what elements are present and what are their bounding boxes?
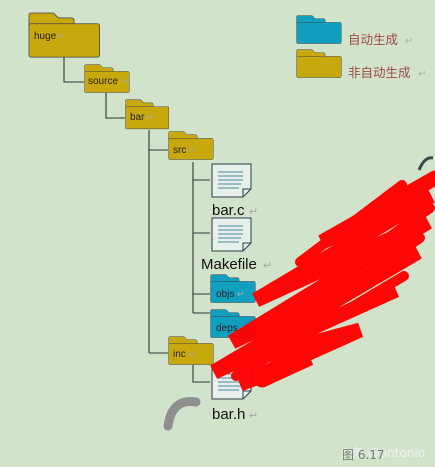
document-icon <box>211 163 252 198</box>
return-mark: ↵ <box>189 349 197 359</box>
file-bar-h: bar.h ↵ <box>211 365 258 423</box>
folder-src-label: src <box>173 145 186 156</box>
legend-return-mark: ↵ <box>405 36 413 47</box>
folder-objs-label: objs <box>216 289 234 300</box>
return-mark: ↵ <box>58 31 66 41</box>
return-mark: ↵ <box>189 145 197 155</box>
folder-huge: huge ↵ <box>28 12 100 58</box>
return-mark: ↵ <box>249 206 258 218</box>
folder-inc-label: inc <box>173 349 186 360</box>
return-mark: ↵ <box>249 410 258 422</box>
folder-source: source ↵ <box>84 64 131 93</box>
return-mark: ↵ <box>263 260 272 272</box>
return-mark: ↵ <box>146 112 154 122</box>
grey-arc-artifact <box>163 397 201 431</box>
file-makefile: Makefile ↵ <box>201 217 272 273</box>
legend-auto-folder-icon <box>296 15 342 44</box>
tree-connectors <box>63 57 210 383</box>
folder-bar-label: bar <box>130 112 145 123</box>
file-bar-h-label: bar.h <box>212 406 245 423</box>
return-mark: ↵ <box>123 76 131 86</box>
file-makefile-label: Makefile <box>201 256 257 273</box>
red-scribble-redaction <box>210 170 435 392</box>
folder-deps-label: deps <box>216 323 238 334</box>
legend: 自动生成 ↵ 非自动生成 ↵ <box>296 15 426 80</box>
legend-manual-folder-icon <box>296 49 342 78</box>
folder-huge-label: huge <box>34 31 57 42</box>
edge-mark-artifact <box>417 156 434 171</box>
file-bar-c-label: bar.c <box>212 202 245 219</box>
watermark: 头条 @antonio <box>340 446 425 460</box>
legend-return-mark: ↵ <box>418 69 426 80</box>
file-bar-c: bar.c ↵ <box>211 163 258 219</box>
legend-manual-label: 非自动生成 <box>348 65 411 80</box>
figure-caption: 图 6.17 <box>342 448 385 462</box>
legend-auto-label: 自动生成 <box>348 32 398 47</box>
folder-inc: inc ↵ <box>168 336 214 365</box>
document-icon <box>211 217 252 252</box>
folder-src: src ↵ <box>168 131 214 160</box>
folder-source-label: source <box>88 76 118 87</box>
return-mark: ↵ <box>237 289 245 299</box>
folder-bar: bar ↵ <box>125 99 170 130</box>
folder-objs: objs ↵ <box>210 274 256 303</box>
